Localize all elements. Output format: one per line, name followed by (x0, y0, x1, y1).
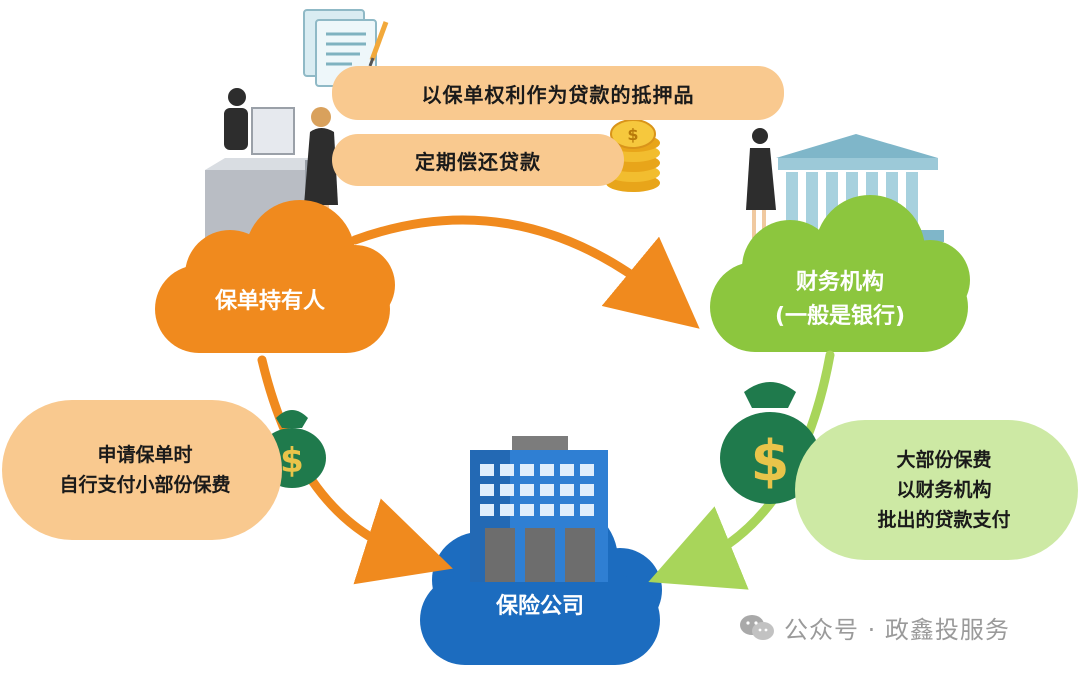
holder-label: 保单持有人 (214, 289, 325, 314)
arrow-holder-to-finance (350, 215, 700, 329)
repay-pill: 定期偿还贷款 (332, 134, 624, 186)
insurer-label-box: 保险公司 (440, 582, 640, 632)
svg-text:$: $ (280, 441, 304, 481)
right-note-line3: 批出的贷款支付 (877, 509, 1011, 531)
repay-text: 定期偿还贷款 (415, 149, 541, 174)
collateral-pill: 以保单权利作为贷款的抵押品 (332, 66, 784, 120)
office-building-icon (470, 436, 608, 582)
right-note-line1: 大部份保费 (896, 449, 992, 471)
right-note-bubble (795, 420, 1078, 560)
right-note-line2: 以财务机构 (896, 479, 992, 501)
finance-label-line1: 财务机构 (795, 270, 884, 295)
watermark: 公众号 · 政鑫投服务 (738, 610, 1010, 645)
money-bag-large-icon: $ (720, 382, 820, 504)
svg-text:$: $ (751, 429, 790, 494)
finance-label-box: 财务机构 (一般是银行) (720, 262, 960, 338)
insurer-label: 保险公司 (495, 594, 584, 619)
left-note-line1: 申请保单时 (97, 444, 193, 466)
left-note: 申请保单时 自行支付小部份保费 (20, 430, 270, 510)
right-note: 大部份保费 以财务机构 批出的贷款支付 (820, 440, 1068, 540)
finance-label-line2: (一般是银行) (774, 304, 906, 329)
left-note-line2: 自行支付小部份保费 (59, 474, 231, 496)
finance-institution-cloud (710, 195, 970, 352)
left-note-bubble (2, 400, 282, 540)
wechat-icon (740, 614, 774, 640)
collateral-text: 以保单权利作为贷款的抵押品 (421, 82, 695, 107)
arrow-holder-to-insurer (257, 355, 453, 585)
watermark-text: 公众号 · 政鑫投服务 (784, 616, 1010, 644)
policyholder-cloud (155, 200, 395, 353)
holder-label-box: 保单持有人 (160, 272, 380, 332)
svg-text:$: $ (627, 125, 638, 144)
